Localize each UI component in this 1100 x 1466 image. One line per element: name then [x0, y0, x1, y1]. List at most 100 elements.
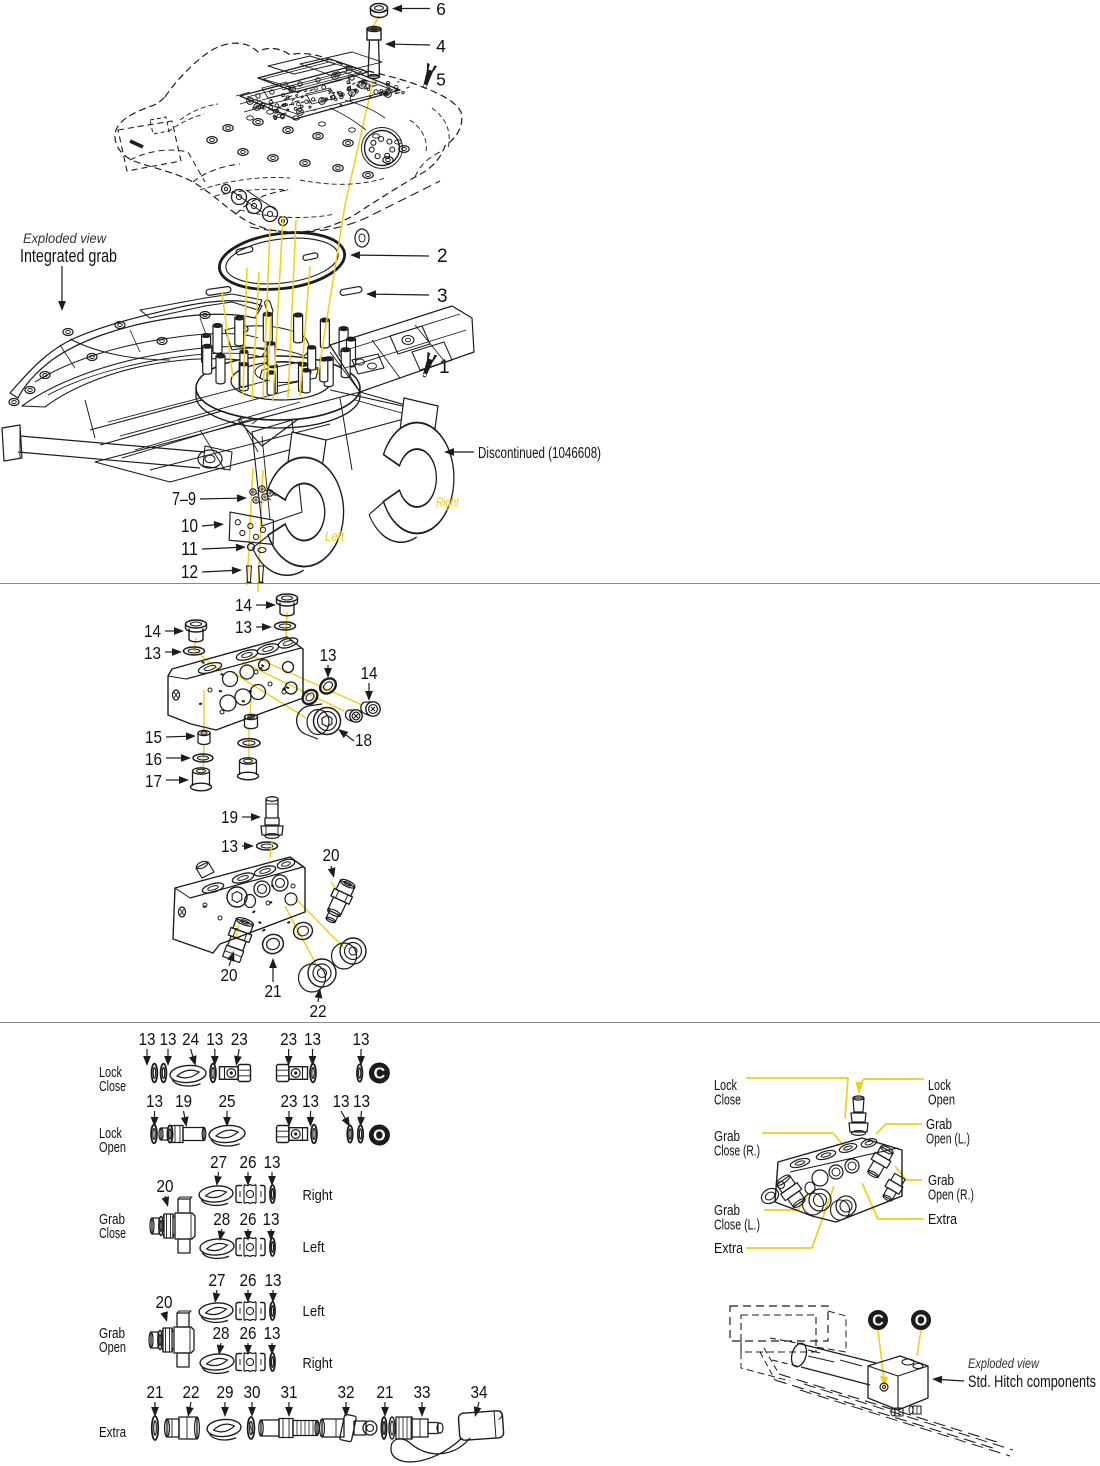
svg-text:Close (R.): Close (R.)	[714, 1144, 760, 1160]
svg-text:21: 21	[377, 1382, 394, 1402]
svg-text:28: 28	[213, 1209, 230, 1229]
svg-text:Open: Open	[928, 1093, 955, 1109]
svg-text:Lock: Lock	[99, 1064, 122, 1081]
svg-text:6: 6	[436, 0, 446, 19]
svg-text:13: 13	[221, 836, 238, 856]
svg-text:29: 29	[217, 1382, 234, 1402]
svg-text:Exploded view: Exploded view	[23, 230, 107, 246]
svg-text:Left: Left	[303, 1304, 325, 1320]
svg-text:Left: Left	[303, 1240, 325, 1256]
svg-text:13: 13	[304, 1029, 321, 1049]
svg-text:13: 13	[146, 1091, 163, 1111]
svg-text:13: 13	[206, 1029, 223, 1049]
svg-text:13: 13	[139, 1029, 156, 1049]
svg-text:1: 1	[439, 357, 450, 378]
svg-text:7–9: 7–9	[172, 489, 196, 509]
svg-text:Grab: Grab	[99, 1325, 125, 1342]
svg-text:20: 20	[157, 1176, 174, 1196]
svg-text:26: 26	[240, 1323, 257, 1343]
svg-text:13: 13	[320, 645, 337, 665]
svg-text:O: O	[915, 1313, 927, 1330]
svg-text:26: 26	[240, 1152, 257, 1172]
svg-text:19: 19	[221, 807, 238, 827]
svg-text:20: 20	[156, 1292, 173, 1312]
svg-text:13: 13	[264, 1323, 281, 1343]
svg-text:Open: Open	[99, 1339, 126, 1356]
svg-text:31: 31	[281, 1382, 298, 1402]
svg-text:13: 13	[160, 1029, 177, 1049]
svg-text:30: 30	[244, 1382, 261, 1402]
svg-text:Grab: Grab	[926, 1116, 952, 1133]
svg-text:Lock: Lock	[714, 1077, 737, 1094]
svg-text:O: O	[373, 1128, 385, 1145]
svg-text:13: 13	[235, 617, 252, 637]
svg-text:13: 13	[333, 1091, 350, 1111]
svg-text:Grab: Grab	[99, 1211, 125, 1228]
svg-text:13: 13	[265, 1270, 282, 1290]
svg-text:Close: Close	[99, 1225, 126, 1242]
svg-text:Close: Close	[714, 1093, 741, 1109]
svg-text:18: 18	[355, 730, 372, 750]
svg-text:Close (L.): Close (L.)	[714, 1218, 760, 1234]
svg-text:22: 22	[183, 1382, 200, 1402]
svg-text:Std. Hitch components: Std. Hitch components	[968, 1373, 1096, 1391]
svg-text:3: 3	[437, 286, 448, 307]
svg-text:Grab: Grab	[714, 1202, 740, 1219]
svg-text:Open (L.): Open (L.)	[926, 1132, 970, 1148]
svg-text:16: 16	[145, 749, 162, 769]
svg-text:Exploded view: Exploded view	[968, 1356, 1040, 1371]
svg-text:11: 11	[181, 539, 198, 559]
svg-text:Extra: Extra	[928, 1211, 958, 1228]
svg-text:Integrated grab: Integrated grab	[20, 246, 117, 266]
svg-text:2: 2	[437, 246, 448, 267]
svg-text:C: C	[374, 1066, 386, 1083]
svg-text:25: 25	[219, 1091, 236, 1111]
svg-text:Lock: Lock	[99, 1125, 122, 1142]
svg-text:20: 20	[323, 845, 340, 865]
svg-text:13: 13	[144, 643, 161, 663]
svg-text:19: 19	[175, 1091, 192, 1111]
svg-text:28: 28	[213, 1323, 230, 1343]
svg-text:23: 23	[231, 1029, 248, 1049]
svg-text:Open: Open	[99, 1139, 126, 1156]
svg-text:13: 13	[353, 1029, 370, 1049]
svg-text:32: 32	[338, 1382, 355, 1402]
svg-text:4: 4	[436, 36, 446, 56]
svg-text:13: 13	[353, 1091, 370, 1111]
svg-text:Lock: Lock	[928, 1077, 951, 1094]
svg-text:Close: Close	[99, 1078, 126, 1095]
svg-text:Right: Right	[436, 494, 460, 510]
svg-text:23: 23	[281, 1091, 298, 1111]
svg-text:Grab: Grab	[928, 1172, 954, 1189]
svg-text:13: 13	[264, 1152, 281, 1172]
svg-text:C: C	[872, 1313, 884, 1330]
svg-text:22: 22	[310, 1001, 327, 1021]
svg-text:33: 33	[414, 1382, 431, 1402]
svg-text:Extra: Extra	[714, 1240, 744, 1257]
svg-text:Open (R.): Open (R.)	[928, 1188, 974, 1204]
svg-text:Extra: Extra	[99, 1424, 127, 1441]
svg-text:Left: Left	[325, 528, 345, 544]
svg-text:10: 10	[181, 516, 198, 536]
svg-text:23: 23	[280, 1029, 297, 1049]
svg-text:15: 15	[145, 727, 162, 747]
svg-text:14: 14	[144, 621, 161, 641]
svg-text:24: 24	[182, 1029, 199, 1049]
svg-text:21: 21	[265, 981, 282, 1001]
svg-text:Discontinued (1046608): Discontinued (1046608)	[478, 445, 601, 462]
svg-text:12: 12	[181, 562, 198, 582]
svg-text:20: 20	[221, 965, 238, 985]
svg-text:13: 13	[263, 1209, 280, 1229]
svg-text:5: 5	[436, 70, 446, 90]
svg-text:Right: Right	[303, 1188, 333, 1204]
svg-text:14: 14	[361, 663, 378, 683]
svg-text:26: 26	[240, 1209, 257, 1229]
svg-text:17: 17	[145, 771, 162, 791]
svg-text:13: 13	[302, 1091, 319, 1111]
svg-text:Grab: Grab	[714, 1128, 740, 1145]
svg-text:34: 34	[471, 1382, 488, 1402]
svg-text:21: 21	[147, 1382, 164, 1402]
svg-text:26: 26	[240, 1270, 257, 1290]
svg-text:14: 14	[235, 595, 252, 615]
svg-text:Right: Right	[303, 1356, 333, 1372]
